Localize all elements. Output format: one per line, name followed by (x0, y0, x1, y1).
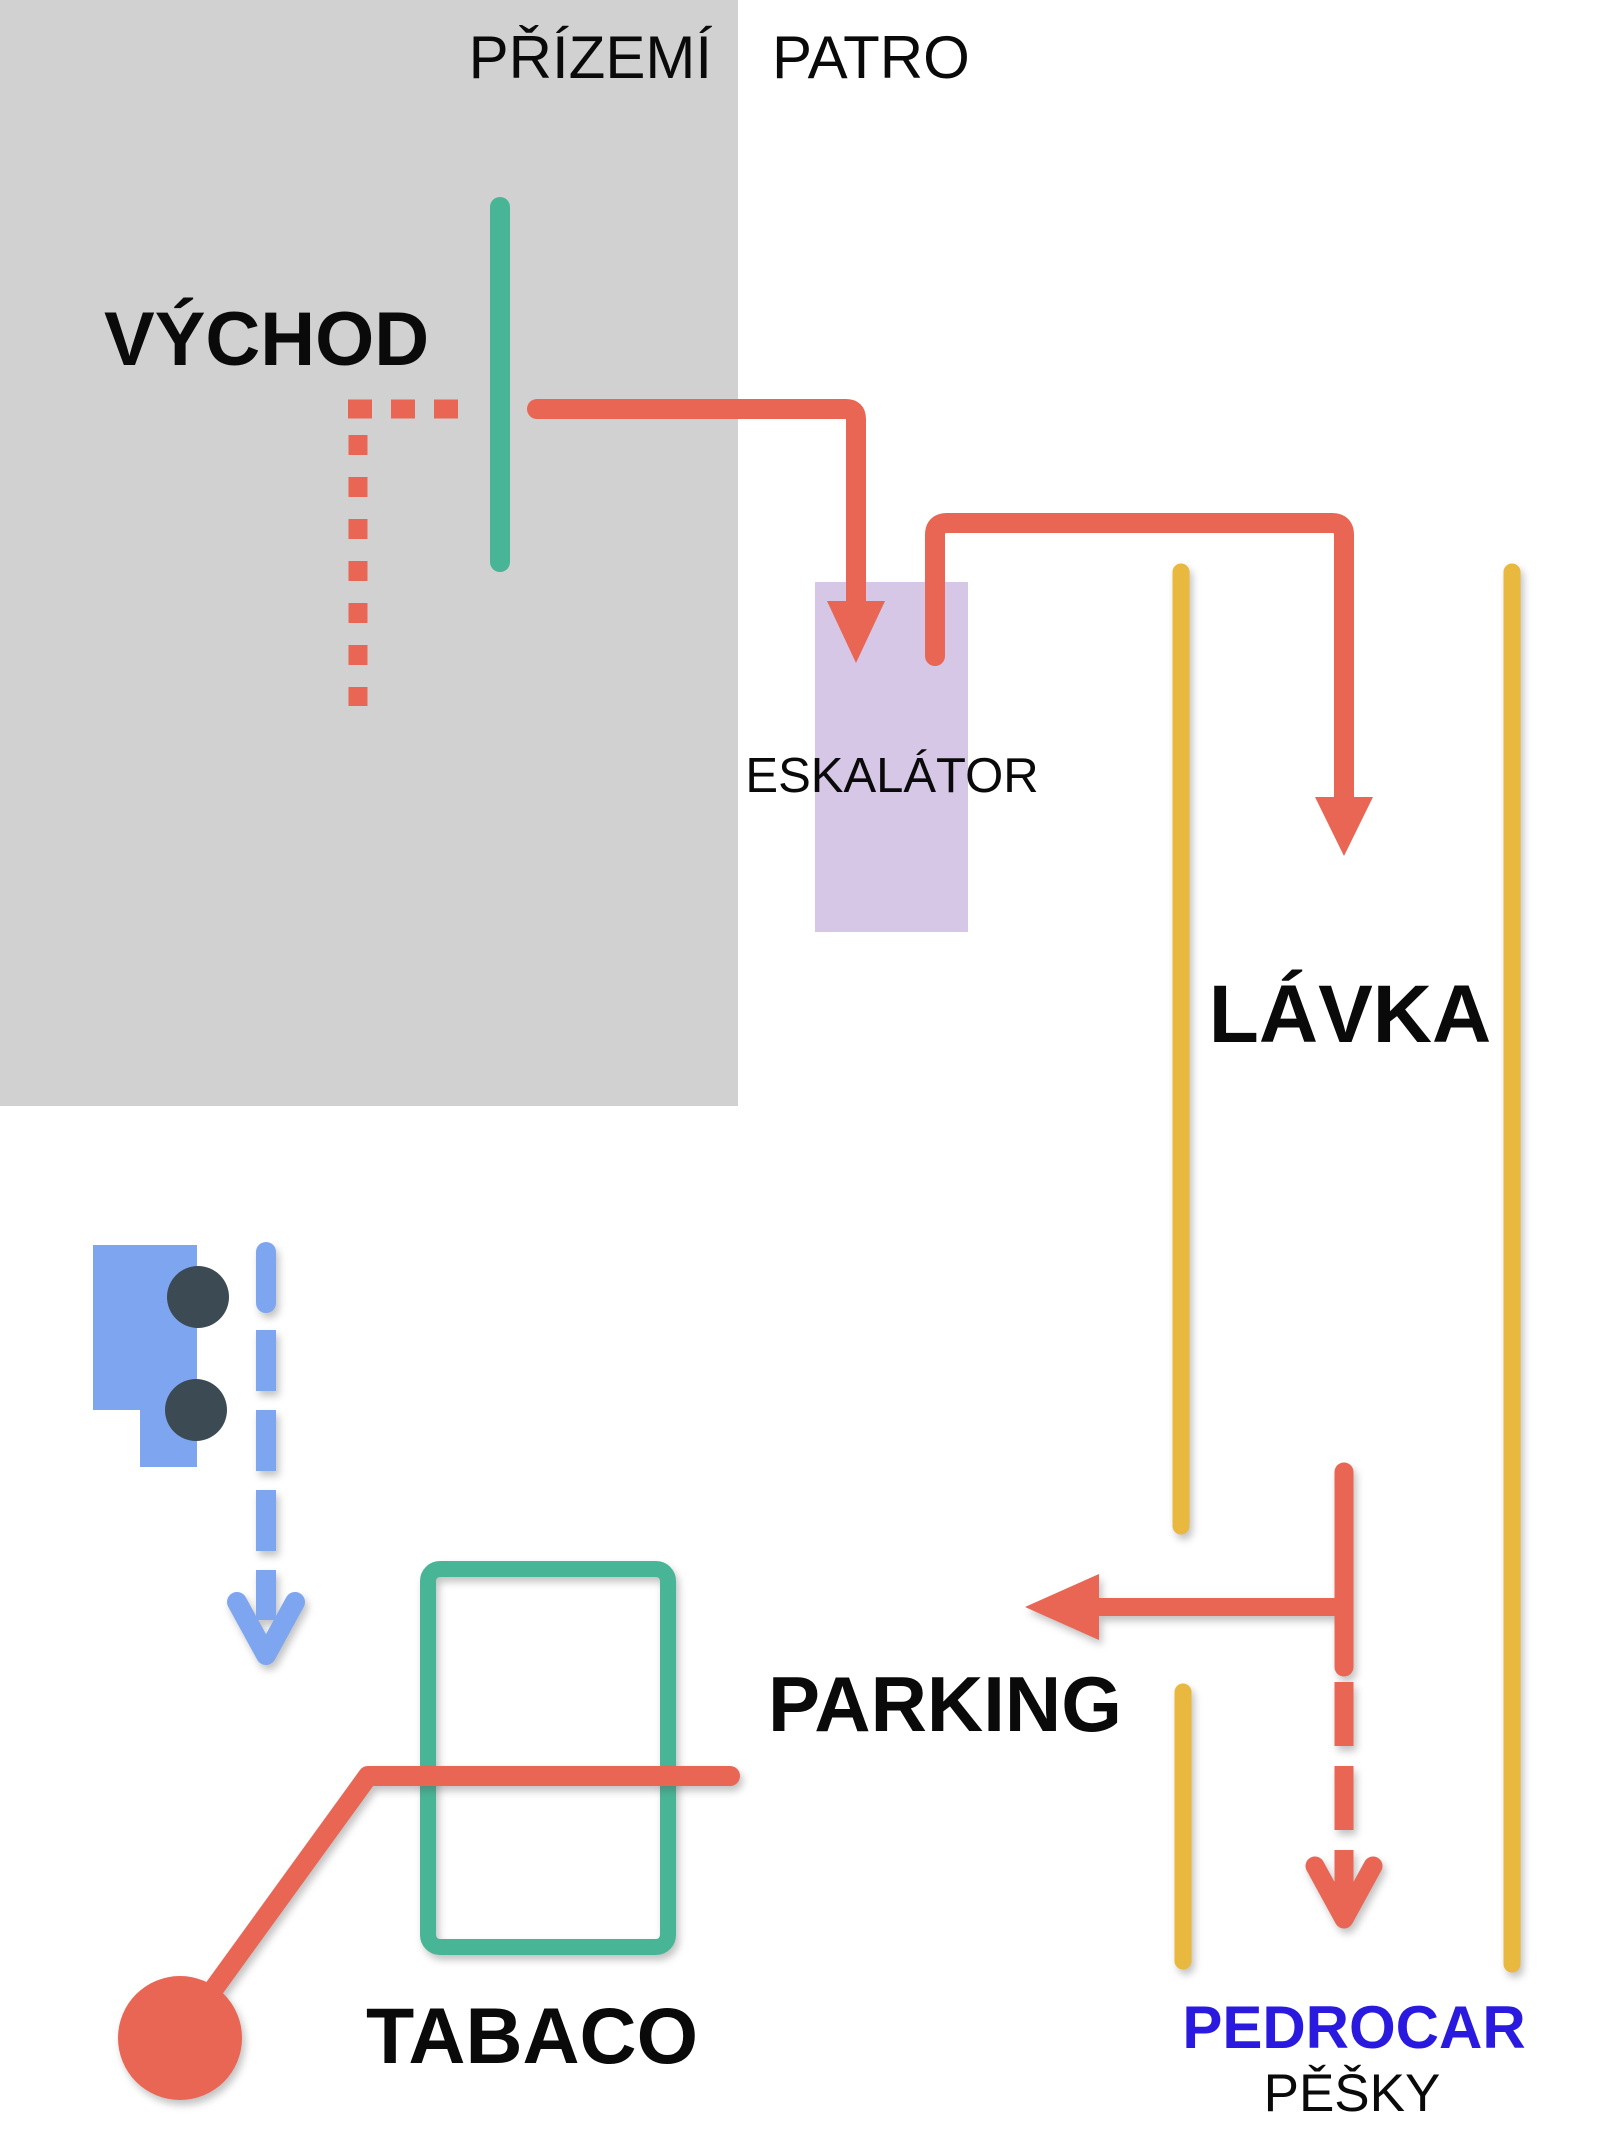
footbridge-rails (1172, 563, 1521, 1973)
exit-label: VÝCHOD (104, 297, 429, 382)
on-foot-label: PĚŠKY (1264, 2064, 1441, 2123)
tobacco-label: TABACO (366, 1991, 698, 2080)
ground-floor-zone (0, 0, 738, 1106)
tobacco-kiosk (420, 1561, 676, 1955)
route-exit-to-escalator (527, 399, 866, 614)
floor-label-ground: PŘÍZEMÍ (469, 24, 713, 91)
walking-route-arrow (227, 1242, 305, 1665)
pedrocar-label: PEDROCAR (1182, 1994, 1525, 2061)
chevron-down-arrow-icon (1305, 1856, 1383, 1929)
down-arrow-icon (1315, 797, 1373, 856)
footbridge-label: LÁVKA (1209, 969, 1491, 1060)
route-escalator-to-footbridge (925, 513, 1354, 809)
left-arrow-icon (1025, 1574, 1099, 1640)
route-start-segment (118, 1766, 740, 2100)
parking-label: PARKING (768, 1660, 1122, 1748)
escalator-label: ESKALÁTOR (745, 749, 1038, 803)
floor-label-upper: PATRO (772, 24, 970, 91)
down-arrow-icon (827, 601, 885, 663)
start-point-icon (118, 1976, 242, 2100)
landmark-dot-icon (167, 1266, 229, 1328)
route-footbridge-branch (1025, 1462, 1383, 1929)
landmark-dot-icon (165, 1379, 227, 1441)
chevron-down-arrow-icon (227, 1592, 305, 1665)
route-start-line (174, 1766, 740, 2040)
tobacco-kiosk-outline (420, 1561, 676, 1955)
